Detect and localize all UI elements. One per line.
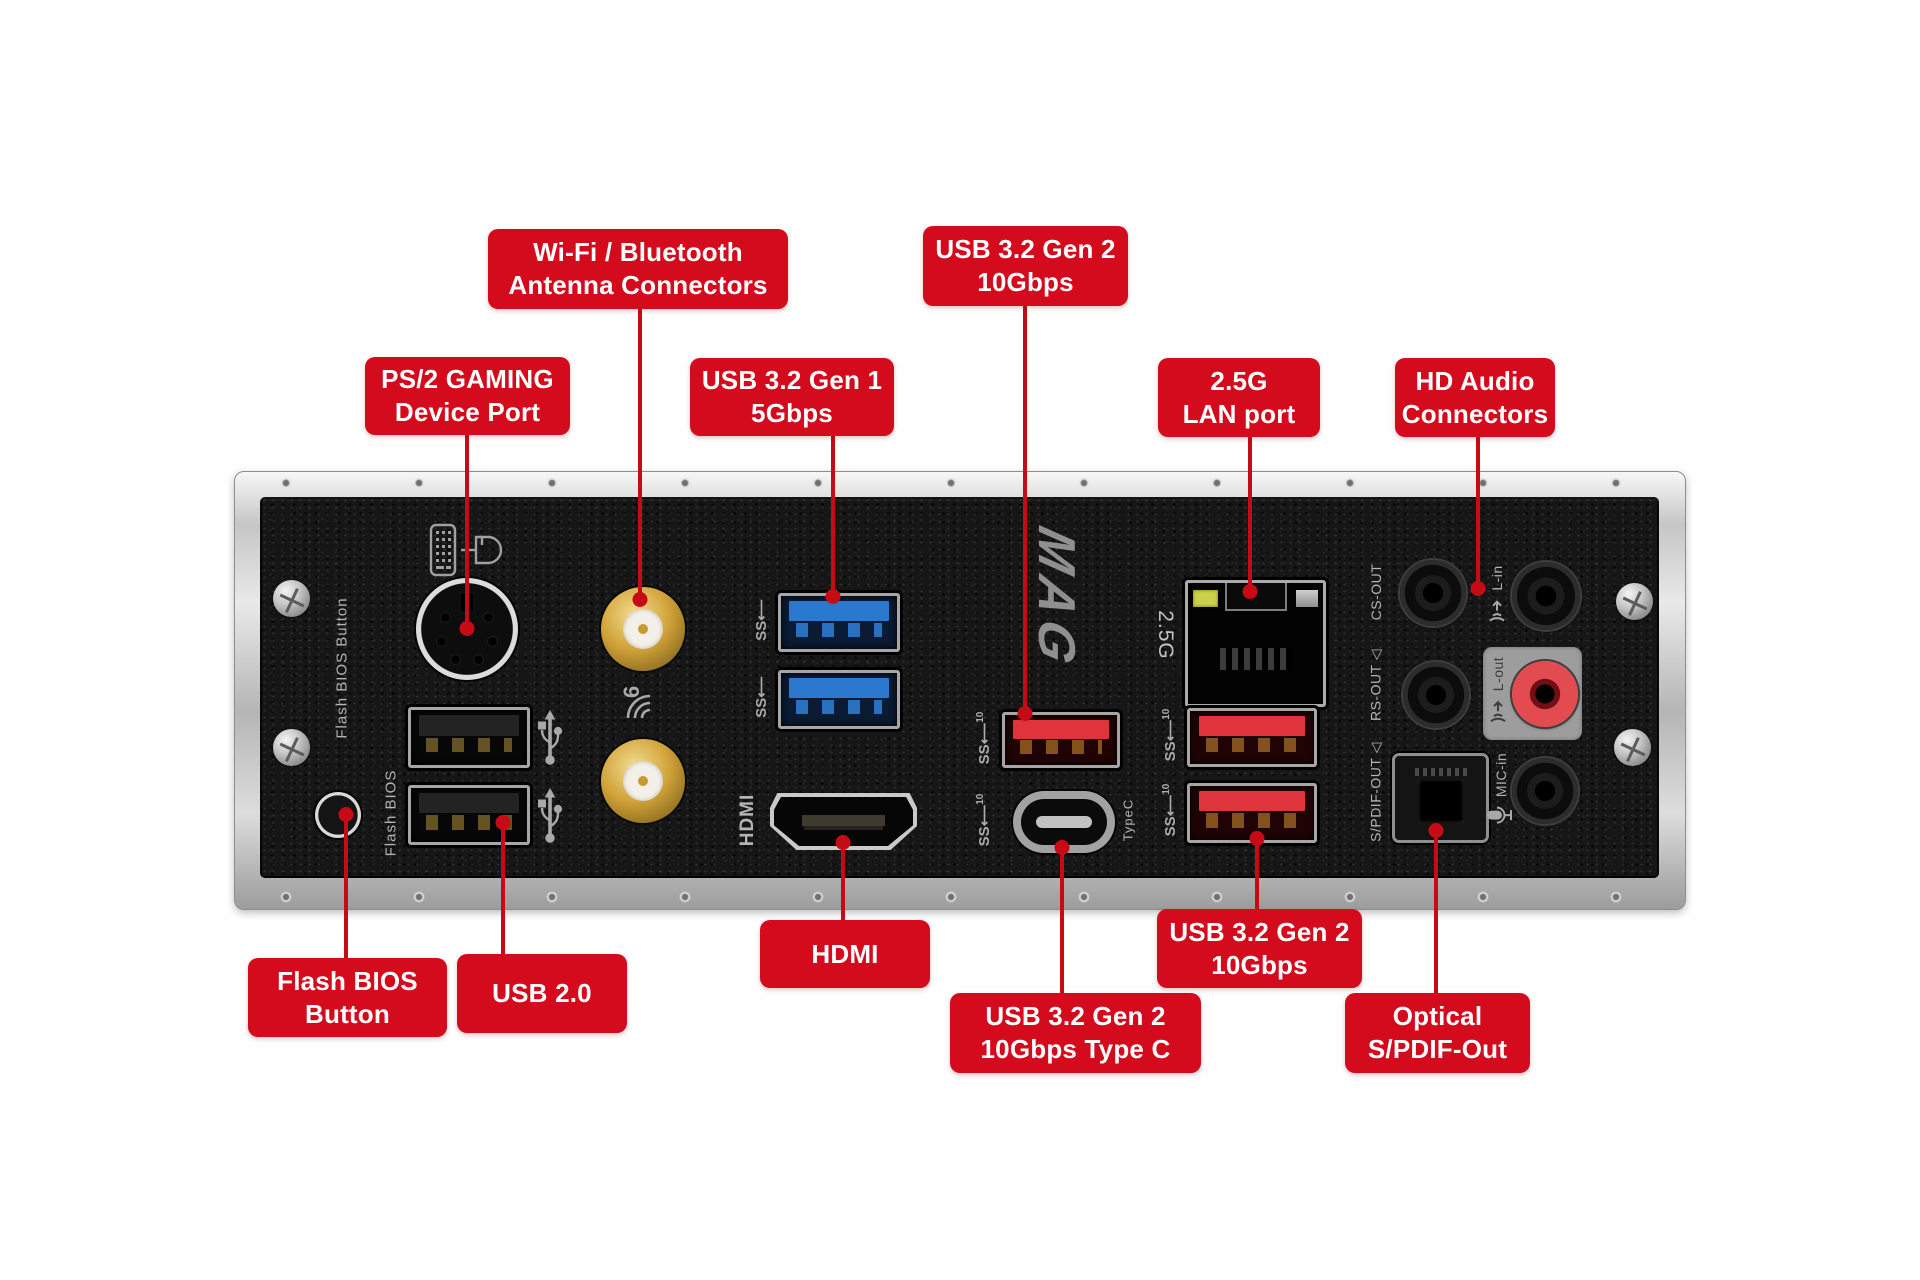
lan-led-left (1193, 590, 1218, 607)
callout-text: Flash BIOS (277, 965, 418, 996)
callout-text: 10Gbps (977, 267, 1074, 297)
speaker-waves-icon (1490, 700, 1506, 723)
screw-icon (273, 729, 310, 766)
callout-text: USB 3.2 Gen 2 (935, 234, 1116, 264)
l-out-silkscreen: L-out (1485, 657, 1511, 727)
callout-text: Device Port (394, 397, 541, 427)
callout-text: PS/2 GAMING (381, 364, 554, 394)
callout-text: HD Audio (1415, 365, 1535, 396)
leader-line-wifi (638, 308, 642, 600)
callout-text: HDMI (811, 938, 879, 969)
lan-port (1185, 580, 1326, 707)
usb32-gen1-port-2 (778, 670, 900, 729)
callout-ps2-port: PS/2 GAMING Device Port (365, 357, 570, 435)
usb20-port-2 (408, 785, 530, 845)
usb32-gen2-port-mid (1002, 712, 1120, 768)
leader-line-optical (1434, 830, 1438, 993)
callout-hdmi: HDMI (760, 920, 930, 988)
rivet-row-bottom (279, 890, 1641, 903)
speaker-waves-icon (1489, 600, 1505, 622)
l-in-silkscreen: L-in (1484, 565, 1510, 626)
callout-usb32-gen2-top: USB 3.2 Gen 2 10Gbps (923, 226, 1128, 306)
screw-icon (1614, 729, 1651, 766)
callout-text: Connectors (1401, 398, 1549, 429)
usb-trident-icon (538, 710, 563, 765)
usb3-ss10-icon: SS⟵10 (1161, 708, 1179, 762)
callout-text: S/PDIF-Out (1367, 1034, 1508, 1064)
screw-icon (1616, 583, 1653, 620)
screw-icon (273, 580, 310, 617)
l-out-jack (1512, 661, 1578, 727)
callout-hd-audio: HD Audio Connectors (1395, 358, 1555, 437)
hdmi-silkscreen: HDMI (737, 793, 758, 847)
usb32-gen2-port-right-2 (1187, 783, 1317, 843)
leader-line-hdmi (841, 842, 845, 920)
usb32-gen1-port-1 (778, 593, 900, 652)
leader-line-usb32-gen1 (831, 436, 835, 597)
callout-text: 2.5G (1210, 365, 1268, 396)
usb-trident-icon (538, 788, 563, 843)
callout-flash-bios-button: Flash BIOS Button (248, 958, 447, 1037)
svg-text:6: 6 (619, 686, 644, 698)
callout-text: USB 3.2 Gen 2 (1169, 916, 1350, 947)
callout-text: Antenna Connectors (508, 270, 768, 300)
mag-logo: MAG (1027, 521, 1085, 675)
leader-line-usb32-top (1023, 306, 1027, 714)
mic-in-jack (1512, 758, 1578, 824)
callout-text: 5Gbps (751, 398, 833, 428)
rivet-row-top (279, 476, 1641, 489)
callout-usb32-gen1: USB 3.2 Gen 1 5Gbps (690, 358, 894, 436)
flash-bios-silkscreen: Flash BIOS (382, 769, 400, 857)
lan-pins (1219, 648, 1292, 671)
rs-out-silkscreen: RS-OUT ◁ (1367, 648, 1384, 722)
flash-bios-button-silkscreen: Flash BIOS Button (333, 597, 351, 739)
leader-line-typec (1060, 847, 1064, 993)
leader-line-lan (1248, 437, 1252, 592)
usb32-gen2-port-right-1 (1187, 708, 1317, 767)
mic-in-silkscreen: MIC-in (1486, 753, 1516, 827)
usb3-ss10-icon: SS⟵10 (975, 711, 993, 765)
callout-text: Wi-Fi / Bluetooth (533, 237, 743, 267)
l-in-jack (1512, 562, 1580, 630)
usb20-port-1 (408, 707, 530, 768)
callout-text: Optical (1392, 1001, 1483, 1031)
cs-out-silkscreen: CS-OUT (1368, 563, 1384, 621)
wifi-6-icon: 6 (619, 686, 651, 719)
callout-lan-port: 2.5G LAN port (1158, 358, 1320, 437)
callout-text: USB 3.2 Gen 1 (701, 365, 883, 395)
callout-text: LAN port (1182, 398, 1296, 429)
spdif-silkscreen: S/PDIF-OUT ◁ (1367, 742, 1384, 842)
lan-speed-silkscreen: 2.5G (1154, 610, 1177, 660)
rs-out-jack (1403, 662, 1469, 728)
leader-line-ps2 (465, 435, 469, 629)
callout-optical-spdif: Optical S/PDIF-Out (1345, 993, 1530, 1073)
leader-line-flash-bios (344, 814, 348, 958)
callout-text: 10Gbps Type C (980, 1034, 1171, 1064)
ps2-keyboard-mouse-icon (429, 523, 503, 577)
usb3-ss10-icon: SS⟵10 (1161, 783, 1179, 837)
callout-usb32-typec: USB 3.2 Gen 2 10Gbps Type C (950, 993, 1201, 1073)
callout-usb32-gen2-bottom: USB 3.2 Gen 2 10Gbps (1157, 909, 1362, 988)
callout-text: 10Gbps (1211, 949, 1308, 980)
leader-line-usb20 (501, 822, 505, 954)
callout-text: Button (305, 998, 390, 1029)
leader-line-usb32-bottom (1255, 838, 1259, 909)
callout-usb20: USB 2.0 (457, 954, 627, 1033)
callout-text: USB 2.0 (492, 978, 592, 1008)
leader-line-hd-audio (1476, 437, 1480, 589)
lan-led-right (1296, 590, 1318, 607)
callout-wifi-bt-antenna: Wi-Fi / Bluetooth Antenna Connectors (488, 229, 788, 309)
usb3-ss-icon: SS⟵ (753, 676, 770, 718)
usb3-ss10-icon: SS⟵10 (975, 793, 993, 847)
mic-icon (1487, 806, 1512, 824)
usb3-ss-icon: SS⟵ (753, 599, 770, 641)
wifi-antenna-connector-2 (601, 739, 685, 823)
callout-text: USB 3.2 Gen 2 (985, 1001, 1166, 1031)
cs-out-jack (1400, 560, 1466, 626)
typec-silkscreen: TypeC (1120, 798, 1136, 842)
